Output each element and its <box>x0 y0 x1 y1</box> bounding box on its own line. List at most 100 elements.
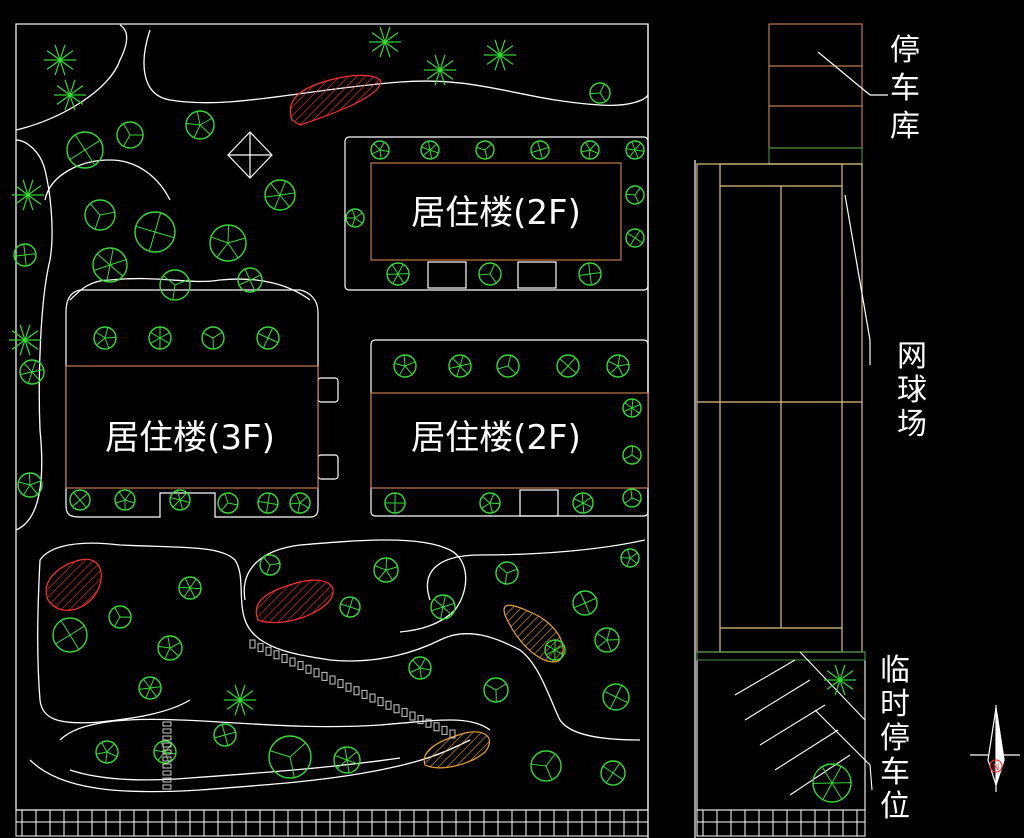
tree-symbol <box>201 326 225 350</box>
tree-symbol <box>594 627 620 653</box>
tree-symbol <box>495 561 519 585</box>
svg-text:位: 位 <box>880 789 910 824</box>
shrub-bed-red-1 <box>289 74 382 126</box>
callout-tennis-court: 网 球 场 <box>897 339 927 442</box>
tree-symbol <box>625 228 645 248</box>
stepping-stone <box>377 697 384 707</box>
pavilion-icon <box>227 131 273 179</box>
tree-symbol <box>217 492 239 514</box>
stepping-stone <box>369 693 376 703</box>
stepping-stone <box>321 671 328 681</box>
stepping-stone <box>162 735 172 741</box>
tree-symbol <box>622 488 642 508</box>
tree-symbol <box>393 354 417 378</box>
building-footprint-2 <box>370 392 649 489</box>
tree-symbol <box>185 110 215 140</box>
tree-symbol <box>138 676 162 700</box>
svg-text:停: 停 <box>890 33 920 68</box>
tree-symbol <box>257 492 279 514</box>
stepping-stone <box>433 722 440 732</box>
stepping-stone <box>385 700 392 710</box>
tree-symbol <box>134 211 176 253</box>
building-footprint-1 <box>370 162 622 261</box>
svg-text:车: 车 <box>880 755 910 790</box>
stepping-stone <box>162 777 172 783</box>
tree-symbols <box>9 26 856 803</box>
stepping-stone <box>425 718 432 728</box>
tree-symbol <box>84 199 116 231</box>
tree-symbol <box>178 576 202 600</box>
stepping-stone <box>313 668 320 678</box>
tree-symbol <box>169 489 191 511</box>
tree-symbol <box>479 492 501 514</box>
tree-symbol <box>345 208 365 228</box>
tree-symbol <box>370 140 390 160</box>
tree-symbol <box>606 354 630 378</box>
palm-symbol <box>369 26 401 58</box>
stepping-stone <box>329 675 336 685</box>
temp-parking <box>696 651 873 811</box>
palm-symbol <box>54 79 86 111</box>
tree-symbol <box>386 262 410 286</box>
tree-symbol <box>268 735 312 779</box>
tree-symbol <box>420 140 440 160</box>
tree-symbol <box>572 492 594 514</box>
landscape-paths <box>15 24 649 793</box>
palm-symbol <box>424 54 456 86</box>
stepping-stone <box>393 704 400 714</box>
tree-symbol <box>812 763 852 803</box>
building-label-3: 居住楼(2F) <box>411 418 581 458</box>
building-labels: 居住楼(2F) 居住楼(3F) 居住楼(2F) <box>105 193 581 458</box>
svg-text:球: 球 <box>897 373 927 408</box>
stepping-stone <box>409 711 416 721</box>
stepping-stone <box>162 756 172 762</box>
tree-symbol <box>153 740 177 764</box>
tree-symbol <box>333 746 361 774</box>
palm-symbol <box>224 684 256 716</box>
bottom-paving-strip <box>15 809 866 837</box>
stepping-stone <box>297 661 304 671</box>
tree-symbol <box>116 121 144 149</box>
tree-symbol <box>209 224 247 262</box>
stepping-stone <box>162 749 172 755</box>
stepping-stone <box>361 689 368 699</box>
stepping-stone <box>162 721 172 727</box>
tree-symbol <box>572 590 598 616</box>
stepping-stone <box>441 725 448 735</box>
callout-temp-parking: 临 时 停 车 位 <box>880 653 910 824</box>
tree-symbol <box>556 354 580 378</box>
tree-symbol <box>157 635 183 661</box>
tree-symbol <box>114 489 136 511</box>
tree-symbol <box>92 247 128 283</box>
tennis-court <box>696 163 871 653</box>
stepping-stone <box>337 679 344 689</box>
palm-symbol <box>12 179 44 211</box>
stepping-stone <box>353 686 360 696</box>
tree-symbol <box>148 326 172 350</box>
tree-symbol <box>66 131 104 169</box>
north-letter: N <box>993 763 1000 773</box>
svg-text:临: 临 <box>880 653 910 688</box>
stepping-stone <box>257 643 264 653</box>
tree-symbol <box>622 445 642 465</box>
stepping-stone <box>417 715 424 725</box>
stepping-stone <box>449 729 456 739</box>
svg-text:场: 场 <box>897 407 927 442</box>
tree-symbol <box>213 723 237 747</box>
tree-symbol <box>483 677 509 703</box>
stepping-stone <box>265 646 272 656</box>
svg-text:库: 库 <box>890 109 920 144</box>
palm-symbol <box>44 44 76 76</box>
callout-garage: 停 车 库 <box>890 33 920 144</box>
tree-symbol <box>530 140 550 160</box>
tree-symbol <box>530 750 562 782</box>
shrub-bed-red-3 <box>255 579 334 624</box>
shrub-bed-orange-2 <box>423 731 490 769</box>
tree-symbol <box>264 179 296 211</box>
shrub-beds <box>45 74 564 769</box>
svg-text:车: 车 <box>890 71 920 106</box>
tree-symbol <box>339 596 361 618</box>
tree-symbol <box>622 398 642 418</box>
tree-symbol <box>95 740 119 764</box>
tree-symbol <box>373 557 399 583</box>
